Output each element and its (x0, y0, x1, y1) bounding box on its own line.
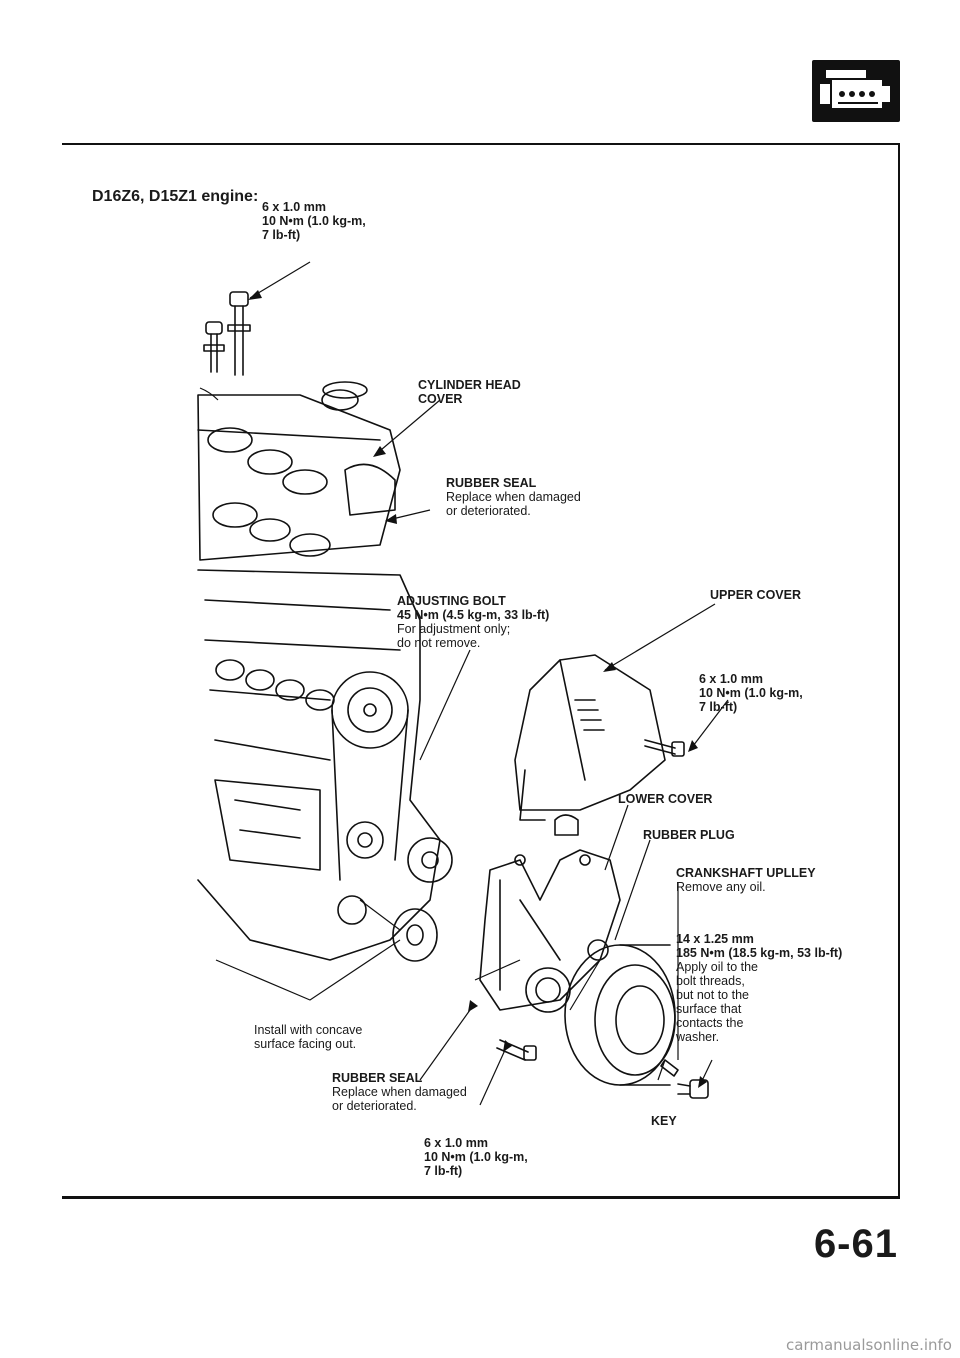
bottom-bolt-spec: 6 x 1.0 mm 10 N•m (1.0 kg-m, 7 lb-ft) (424, 1136, 528, 1178)
lower-cover-plug-illustration (554, 814, 579, 836)
rubber-seal-top-label: RUBBER SEAL Replace when damaged or dete… (446, 476, 581, 518)
upper-cover-bolt-illustration (644, 739, 685, 757)
install-concave-note: Install with concave surface facing out. (254, 1023, 363, 1051)
crankshaft-bolt-spec: 14 x 1.25 mm 185 N•m (18.5 kg-m, 53 lb-f… (676, 932, 843, 1044)
watermark: carmanualsonline.info (786, 1336, 952, 1354)
lower-cover-label: LOWER COVER (618, 792, 713, 806)
bottom-rule (62, 1196, 900, 1199)
concave-washer-illustration (392, 908, 438, 962)
cylinder-head-cover-label: CYLINDER HEAD COVER (418, 378, 521, 406)
right-rule (898, 143, 900, 1198)
upper-cover-label: UPPER COVER (710, 588, 801, 602)
adjusting-bolt-label: ADJUSTING BOLT 45 N•m (4.5 kg-m, 33 lb-f… (397, 594, 550, 650)
cylinder-head-cover-illustration (197, 381, 401, 561)
timing-belt-illustration (331, 671, 453, 925)
page-number: 6-61 (813, 1222, 898, 1266)
engine-section-icon (812, 60, 900, 122)
arrowheads (248, 290, 707, 1088)
top-bolt-spec: 6 x 1.0 mm 10 N•m (1.0 kg-m, 7 lb-ft) (262, 200, 366, 242)
crankshaft-bolt-illustration (677, 1079, 709, 1099)
key-illustration (660, 1059, 679, 1077)
crankshaft-pulley-label: CRANKSHAFT UPLLEY Remove any oil. (676, 866, 816, 894)
top-rule (62, 143, 900, 145)
key-label: KEY (651, 1114, 677, 1128)
rubber-plug-illustration (587, 939, 609, 961)
lower-cover-bolt-illustration (496, 1039, 537, 1061)
cover-bolt-illustration (203, 291, 251, 376)
crankshaft-pulley-illustration (564, 944, 676, 1086)
engine-heading: D16Z6, D15Z1 engine: (92, 188, 259, 205)
upper-cover-illustration (514, 654, 666, 821)
lower-cover-illustration (479, 849, 621, 1013)
mid-bolt-spec: 6 x 1.0 mm 10 N•m (1.0 kg-m, 7 lb-ft) (699, 672, 803, 714)
rubber-plug-label: RUBBER PLUG (643, 828, 735, 842)
rubber-seal-bottom-label: RUBBER SEAL Replace when damaged or dete… (332, 1071, 467, 1113)
